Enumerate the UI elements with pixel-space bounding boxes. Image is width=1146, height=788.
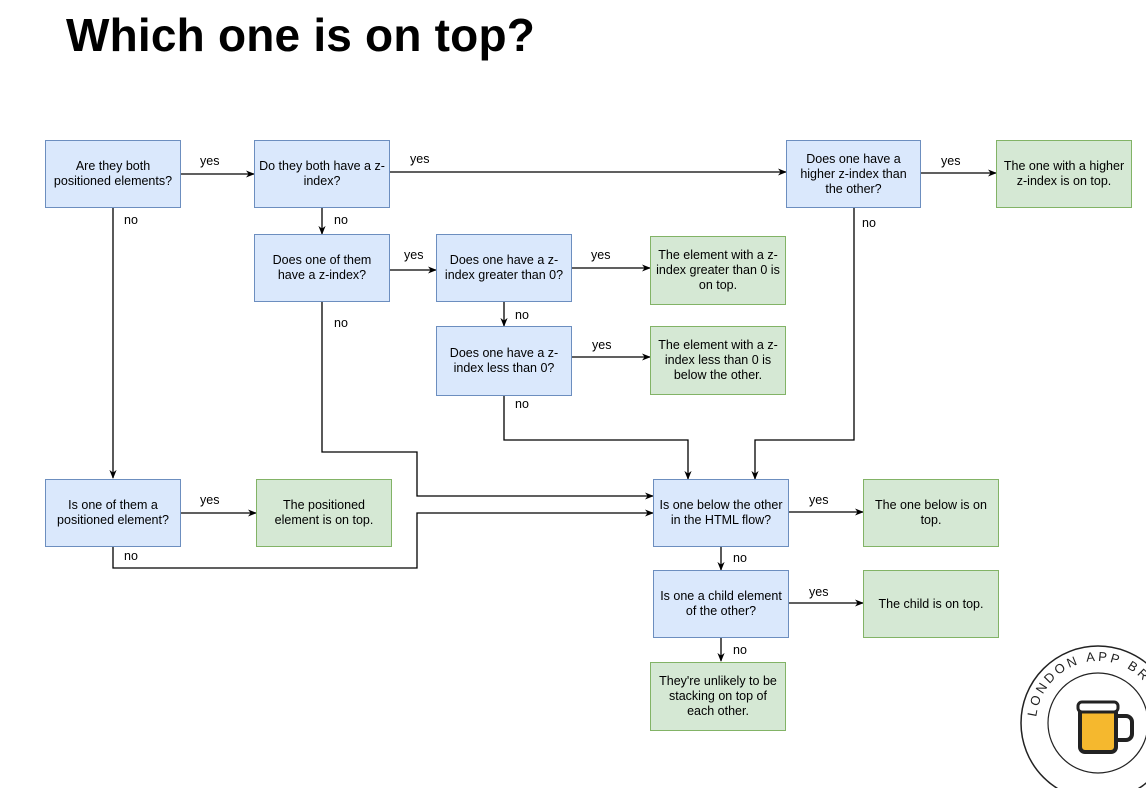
- label-one-z-yes: yes: [404, 248, 424, 262]
- label-higher-z-yes: yes: [941, 154, 961, 168]
- label-z-lt0-no: no: [515, 397, 529, 411]
- node-answer-positioned: The positioned element is on top.: [256, 479, 392, 547]
- node-one-positioned: Is one of them a positioned element?: [45, 479, 181, 547]
- edge-one-positioned-no: [112, 509, 654, 569]
- node-one-z: Does one of them have a z-index?: [254, 234, 390, 302]
- node-below-flow: Is one below the other in the HTML flow?: [653, 479, 789, 547]
- page-title: Which one is on top?: [66, 9, 536, 61]
- label-one-positioned-yes: yes: [200, 493, 220, 507]
- flowchart-connectors: [109, 168, 997, 662]
- node-positioned: Are they both positioned elements?: [45, 140, 181, 208]
- node-answer-unlikely: They're unlikely to be stacking on top o…: [650, 662, 786, 731]
- label-one-positioned-no: no: [124, 549, 138, 563]
- edge-z-lt0-no: [503, 396, 692, 480]
- london-app-brewery-logo: LONDON APP BREWERY: [1018, 628, 1146, 788]
- node-higher-z: Does one have a higher z-index than the …: [786, 140, 921, 208]
- beer-mug-icon: [1076, 700, 1134, 754]
- node-answer-child: The child is on top.: [863, 570, 999, 638]
- label-z-gt0-yes: yes: [591, 248, 611, 262]
- label-positioned-yes: yes: [200, 154, 220, 168]
- label-z-gt0-no: no: [515, 308, 529, 322]
- label-positioned-no: no: [124, 213, 138, 227]
- label-below-flow-no: no: [733, 551, 747, 565]
- edge-one-z-no: [321, 302, 654, 500]
- label-below-flow-yes: yes: [809, 493, 829, 507]
- label-child-yes: yes: [809, 585, 829, 599]
- label-higher-z-no: no: [862, 216, 876, 230]
- label-both-z-yes: yes: [410, 152, 430, 166]
- node-answer-z-gt0: The element with a z-index greater than …: [650, 236, 786, 305]
- node-answer-higher-z: The one with a higher z-index is on top.: [996, 140, 1132, 208]
- node-answer-below: The one below is on top.: [863, 479, 999, 547]
- node-child: Is one a child element of the other?: [653, 570, 789, 638]
- label-z-lt0-yes: yes: [592, 338, 612, 352]
- label-one-z-no: no: [334, 316, 348, 330]
- node-z-gt0: Does one have a z-index greater than 0?: [436, 234, 572, 302]
- node-both-z: Do they both have a z-index?: [254, 140, 390, 208]
- node-answer-z-lt0: The element with a z-index less than 0 i…: [650, 326, 786, 395]
- edge-higher-z-no: [751, 208, 855, 480]
- node-z-lt0: Does one have a z-index less than 0?: [436, 326, 572, 396]
- label-both-z-no: no: [334, 213, 348, 227]
- label-child-no: no: [733, 643, 747, 657]
